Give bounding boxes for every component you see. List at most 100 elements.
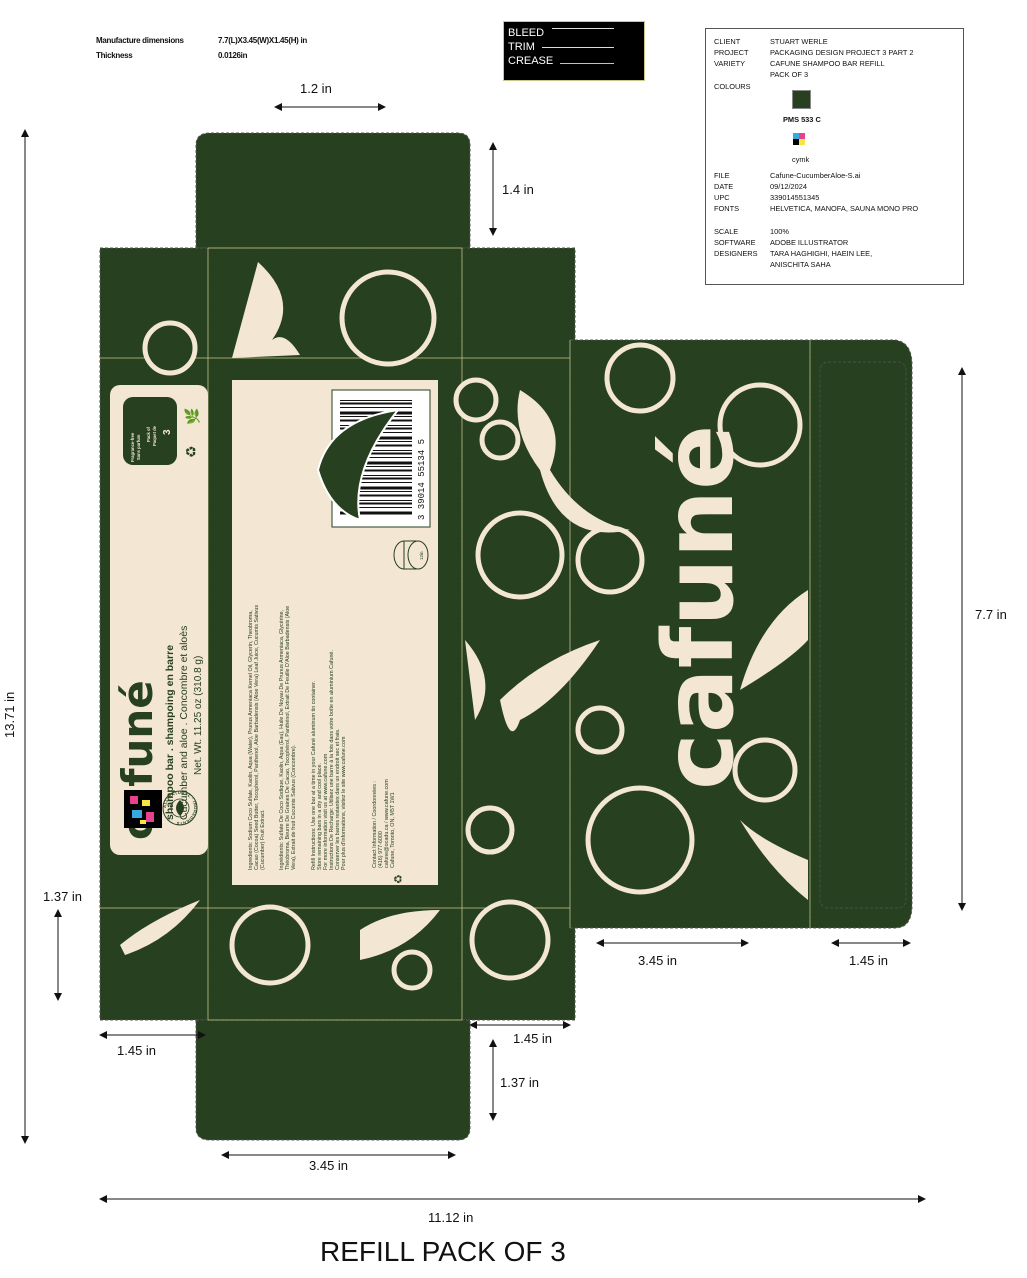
badge-pack-of: Pack of [146,426,151,442]
barcode-bar [340,452,412,455]
file-value: Cafune-CucumberAloe-S.ai [770,171,861,180]
barcode-bar [340,450,412,451]
variety-value-2: PACK OF 3 [770,70,809,79]
project-value: PACKAGING DESIGN PROJECT 3 PART 2 [770,48,914,57]
software-label: SOFTWARE [714,238,756,247]
leaf-icon [316,408,401,522]
bottom-flap [195,1019,471,1141]
barcode-bar [340,475,412,476]
back-label-line: (416) 977-6000 [378,831,384,868]
aloe-leaf-shapes [120,262,808,960]
project-info-box: CLIENT STUART WERLE PROJECT PACKAGING DE… [705,28,964,285]
back-label-line: Vera), Extrait de fruit Cucumis Sativus … [291,745,297,870]
cucumber-slice-icon [575,525,645,595]
back-label-line: Conserver les barres restantes dans un e… [335,729,341,870]
bleed-line [552,28,614,29]
tin-icon: 12in [393,540,429,570]
back-label-line: Contact Information / Coordonnées : [372,781,378,868]
client-label: CLIENT [714,37,741,46]
back-label-line: Ingrédients: Sulfate De Coco Sodique, Ka… [279,609,285,870]
trim-line [542,47,614,48]
date-label: DATE [714,182,734,191]
back-label-line: Store remaining bars in a dry and cool p… [317,763,323,870]
barcode-bar [340,457,412,458]
brand-logo-front: cafuné [643,425,755,790]
top-flap [195,132,471,249]
front-height-label: 7.7 in [975,607,1007,622]
back-label-line: Cacao (Cocoa) Seed Butter, Tocopherol, P… [254,605,260,870]
designers-label: DESIGNERS [714,249,758,258]
qr-code-icon [124,790,162,828]
cucumber-slice-icon [391,949,433,991]
designers-value-2: ANISCHITA SAHA [770,260,831,269]
barcode-bar [340,411,412,415]
barcode-bar [340,477,412,480]
top-flap-height-label: 1.4 in [502,182,534,197]
pms-swatch [792,90,811,109]
cymk-swatch-label: cymk [792,155,810,164]
front-width-label: 3.45 in [638,953,678,968]
cucumber-slice-icon [229,904,311,986]
barcode-bar [340,482,412,483]
cucumber-slice-icon [469,899,551,981]
date-value: 09/12/2024 [770,182,807,191]
back-label-text: Ingredients: Sodium Coco Sulfate, Kaolin… [248,605,396,870]
dimension-arrows [21,103,966,1203]
legend-bleed: BLEED [508,27,545,39]
vegan-leaf-icon: 🌿 [184,408,201,425]
barcode-bar [340,494,412,497]
fonts-value: HELVETICA, MANOFA, SAUNA MONO PRO [770,204,919,213]
barcode-digits: 3 39014 55134 5 [417,439,427,520]
manufacture-dimensions-label: Manufacture dimensions [96,36,184,45]
variety-value: CAFUNE SHAMPOO BAR REFILL [770,59,885,68]
colours-label: COLOURS [714,82,751,91]
back-label-line: cafune@ocadu.ca / www.cafune.com [384,779,390,868]
side-left-height-label: 1.37 in [43,889,83,904]
end-flap-width-label: 1.45 in [849,953,889,968]
fonts-label: FONTS [714,204,740,213]
line-legend: BLEED TRIM CREASE [503,21,645,81]
cucumber-slice-icon [575,705,625,755]
page-title: REFILL PACK OF 3 [320,1236,566,1267]
cucumber-slice-icon [465,805,515,855]
cucumber-slice-icon [453,377,499,423]
barcode-bar [340,511,412,515]
barcode: 3 39014 55134 5 [316,389,431,528]
badge-paquet-de: Paquet de [152,425,157,446]
pms-swatch-label: PMS 533 C [783,115,821,124]
tin-label: 12in [419,551,424,560]
side-left-width-label: 1.45 in [117,1043,157,1058]
recycle-icon: ♻ [393,874,405,884]
file-label: FILE [714,171,730,180]
end-flap [809,339,913,929]
back-label-line: For more information visit us at www.caf… [323,753,329,870]
back-label-line: Refill Instructions: Use one bar at a ti… [311,681,317,870]
barcode-bar [340,507,412,508]
variant-line: Cucumber and aloe . Concombre et aloès [178,626,190,820]
barcode-bar [340,444,412,447]
barcode-bar [340,500,412,501]
variety-label: VARIETY [714,59,746,68]
cucumber-slice-icon [717,382,803,468]
thickness-label: Thickness [96,51,133,60]
cucumber-slice-icon [475,510,565,600]
cucumber-slice-icon [479,419,521,461]
back-label-line: Pour plus d'informations, visitez le sit… [341,736,347,870]
recycle-badge-icon: ♻ [183,445,199,458]
total-height-label: 13.71 in [2,692,17,738]
back-label-line: Instructions De Recharge: Utilisez une b… [329,650,335,870]
badge-fragrance-free: Fragrance-free [130,432,135,462]
client-value: STUART WERLE [770,37,828,46]
barcode-bar [340,486,412,490]
badge-sans-parfum: Sans parfum [136,434,141,460]
back-label-line: (Cucumber) Fruit Extract. [260,809,266,870]
cucumber-slice-icon [142,320,198,376]
barcode-bar [340,502,412,505]
manufacture-dimensions-value: 7.7(L)X3.45(W)X1.45(H) in [218,36,307,45]
barcode-bar [340,461,412,465]
legend-crease: CREASE [508,55,554,67]
badge-count: 3 [162,429,173,435]
net-weight: Net. Wt. 11.25 oz (310.8 g) [193,656,204,775]
bottom-flap-height-label: 1.37 in [500,1075,540,1090]
